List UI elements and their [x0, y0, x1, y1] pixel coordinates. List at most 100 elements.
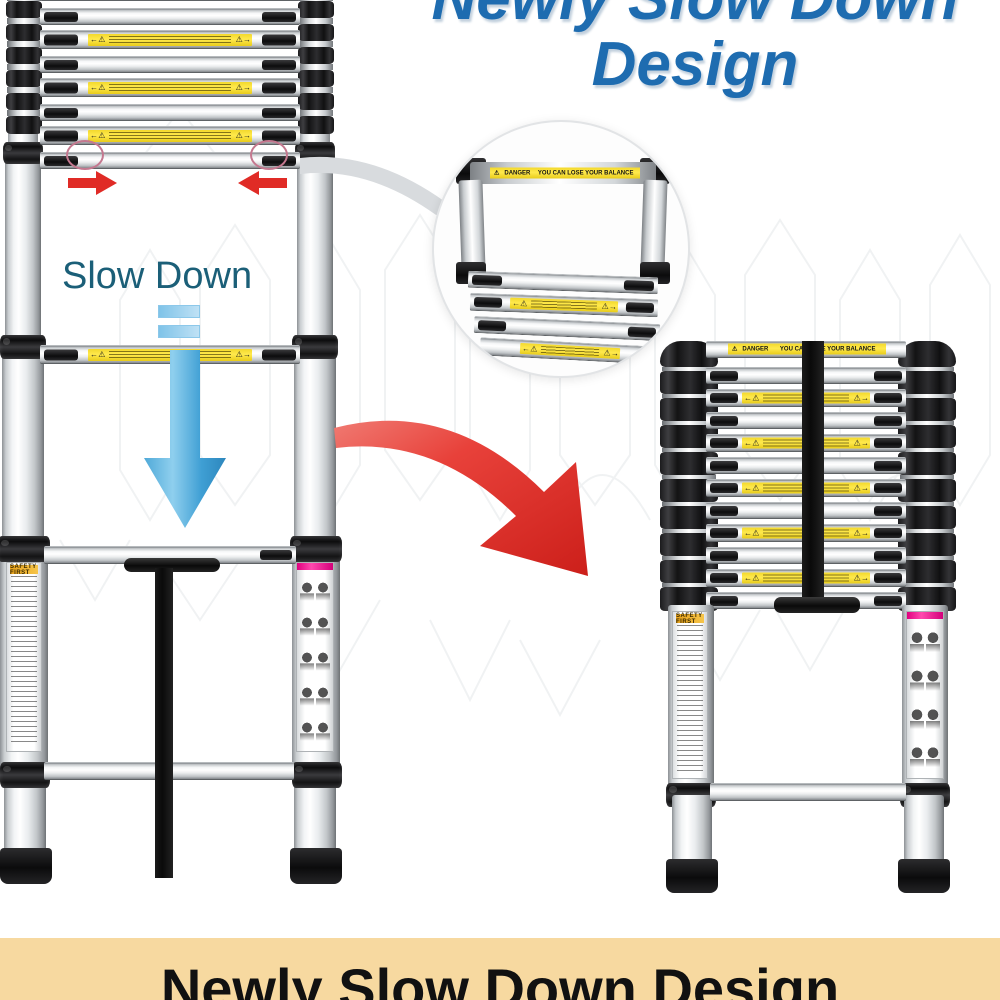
rung-lock-left	[44, 107, 78, 118]
warn-left-arrow-icon: ← ⚠	[744, 483, 759, 492]
collapsed-strap-handle	[774, 597, 860, 613]
rung-lock-left	[710, 483, 738, 493]
rung-lock-right	[623, 279, 655, 291]
rung-lock-left	[710, 550, 738, 561]
rung-lock-right	[262, 11, 296, 22]
motion-dash-1	[158, 305, 200, 318]
warn-right-arrow-icon: ⚠ →	[853, 438, 869, 447]
warn-left-arrow-icon: ← ⚠	[90, 130, 105, 140]
collapsed-safety-first-label: SAFETY FIRST	[672, 611, 708, 779]
warn-left-arrow-icon: ← ⚠	[90, 82, 105, 92]
rung-lock-left	[44, 59, 78, 70]
lock-highlight-circle-left	[66, 140, 104, 170]
lock-highlight-circle-right	[250, 140, 288, 170]
rung-lock-right	[874, 528, 902, 538]
red-arrow-pointing-right	[68, 171, 117, 195]
rung-3: ← ⚠ ⚠ →	[40, 30, 300, 49]
rung-5: ← ⚠ ⚠ →	[40, 78, 300, 97]
right-rail-mid-1	[297, 150, 333, 350]
rung-lock-left	[477, 319, 507, 331]
collapsed-bottom-spreader-bar	[710, 783, 906, 801]
rung-lock-left	[44, 82, 78, 93]
left-rail-mid-1	[5, 150, 41, 350]
safety-first-header: SAFETY FIRST	[676, 612, 704, 625]
rung-lock-right	[262, 59, 296, 70]
pictogram-grid	[300, 575, 330, 748]
right-collar-3	[290, 536, 342, 562]
warn-right-arrow-icon: ⚠ →	[235, 130, 251, 140]
rung-lock-left	[44, 349, 78, 360]
rung-lock-right	[874, 460, 902, 471]
rung-lock-right	[874, 573, 902, 583]
pictogram-cell	[300, 575, 314, 608]
right-tube-stack	[298, 0, 334, 144]
warn-right-arrow-icon: ⚠ →	[603, 347, 619, 358]
collapsed-left-foot	[666, 859, 718, 893]
rung-lock-left	[471, 274, 503, 286]
pictogram-cell	[910, 624, 924, 661]
pictogram-cell	[926, 738, 940, 775]
rung-lock-left	[710, 393, 738, 403]
safety-first-header: SAFETY FIRST	[10, 563, 38, 576]
rung-lock-left	[710, 595, 738, 606]
rung-6	[40, 104, 300, 121]
right-foot	[290, 848, 342, 884]
left-tube-stack	[6, 0, 42, 144]
rung-lock-left	[44, 34, 78, 45]
caption-band: Newly Slow Down Design	[0, 938, 1000, 1000]
inset-right-rail	[640, 179, 668, 271]
warn-right-arrow-icon: ⚠ →	[853, 528, 869, 537]
rung-lock-right	[874, 595, 902, 606]
rung-lock-right	[625, 302, 655, 314]
collapsed-right-foot	[898, 859, 950, 893]
pictogram-grid	[910, 624, 940, 775]
rung-lock-right	[874, 550, 902, 561]
left-collar-2	[0, 335, 46, 359]
rung-lock-left	[473, 296, 503, 308]
rung-warning-label: ← ⚠ ⚠ →	[88, 81, 252, 94]
warn-right-arrow-icon: ⚠ →	[235, 349, 251, 359]
rung-lock-left	[710, 505, 738, 516]
slow-down-closeup-inset: ⚠ DANGER YOU CAN LOSE YOUR BALANCE ← ⚠ ⚠…	[432, 120, 690, 378]
warn-left-arrow-icon: ← ⚠	[511, 298, 527, 308]
instruction-pictogram-label	[296, 562, 334, 752]
pictogram-cell	[316, 575, 330, 608]
warn-text-lines	[531, 300, 597, 310]
inset-leader-line	[300, 156, 448, 216]
warn-left-arrow-icon: ← ⚠	[90, 349, 105, 359]
collapse-transition-arrow-icon	[334, 420, 588, 576]
pictogram-cell	[300, 610, 314, 643]
warn-right-arrow-icon: ⚠ →	[853, 573, 869, 582]
rung-lock-right	[874, 415, 902, 426]
caption-text: Newly Slow Down Design	[160, 957, 840, 1000]
rung-lock-left	[710, 415, 738, 426]
rung-lock-right	[262, 82, 296, 93]
danger-triangle-icon: ⚠	[494, 170, 500, 177]
warn-left-arrow-icon: ← ⚠	[744, 528, 759, 537]
warn-right-arrow-icon: ⚠ →	[853, 483, 869, 492]
warn-left-arrow-icon: ← ⚠	[90, 34, 105, 44]
collapsed-left-tube-stack	[660, 341, 718, 611]
rung-lock-right	[262, 107, 296, 118]
rung-lock-right	[262, 34, 296, 45]
pictogram-cell	[316, 680, 330, 713]
rung-2	[40, 8, 300, 25]
rung-lock-right	[262, 349, 296, 360]
strap-t-handle	[124, 558, 220, 572]
rung-lock-left	[710, 573, 738, 583]
rung-warning-label: ← ⚠ ⚠ →	[509, 297, 619, 313]
danger-word: DANGER	[742, 346, 769, 352]
warn-text-lines	[109, 35, 231, 44]
warn-text-lines	[109, 131, 231, 140]
warn-text-lines	[109, 83, 231, 92]
carry-strap	[155, 568, 173, 878]
rung-warning-label: ← ⚠ ⚠ →	[519, 342, 621, 360]
warn-text-lines	[541, 345, 599, 357]
rung-lock-left	[710, 370, 738, 381]
rung-lock-left	[710, 528, 738, 538]
rung-lock-right	[262, 130, 296, 141]
rung-lock-right	[260, 550, 292, 560]
red-arrow-pointing-left	[238, 171, 287, 195]
rung-1: ← ⚠ ⚠ →	[40, 0, 300, 1]
